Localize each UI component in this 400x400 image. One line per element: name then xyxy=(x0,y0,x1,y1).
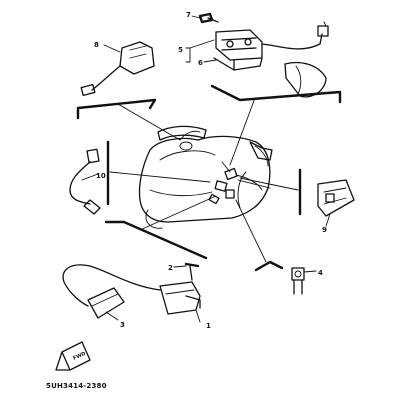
callout-7: 7 xyxy=(186,11,191,19)
callout-9: 9 xyxy=(322,226,327,234)
callout-3: 3 xyxy=(120,321,125,329)
part-1-2-3-ignition xyxy=(62,262,201,319)
diagram-code: 5UH3414-2380 xyxy=(46,382,107,390)
front-arrow xyxy=(55,341,91,371)
leader-lines xyxy=(76,84,342,272)
front-arrow-label: FWD xyxy=(72,351,86,362)
callout-leaders xyxy=(81,15,331,323)
part-5-6-7-assembly xyxy=(198,12,329,98)
callout-4: 4 xyxy=(318,269,323,277)
part-9-module xyxy=(317,179,355,217)
part-10-sensor xyxy=(69,148,101,215)
callout-5: 5 xyxy=(178,46,183,54)
scooter-outline xyxy=(138,125,273,229)
part-4-switch xyxy=(291,267,305,295)
callout-10: 10 xyxy=(96,172,106,180)
callout-numbers: 1 2 3 4 5 6 7 8 9 10 xyxy=(94,11,327,330)
callout-1: 1 xyxy=(206,322,211,330)
callout-6: 6 xyxy=(198,59,203,67)
part-8-relay xyxy=(80,41,155,97)
callout-2: 2 xyxy=(168,264,173,272)
callout-8: 8 xyxy=(94,41,99,49)
